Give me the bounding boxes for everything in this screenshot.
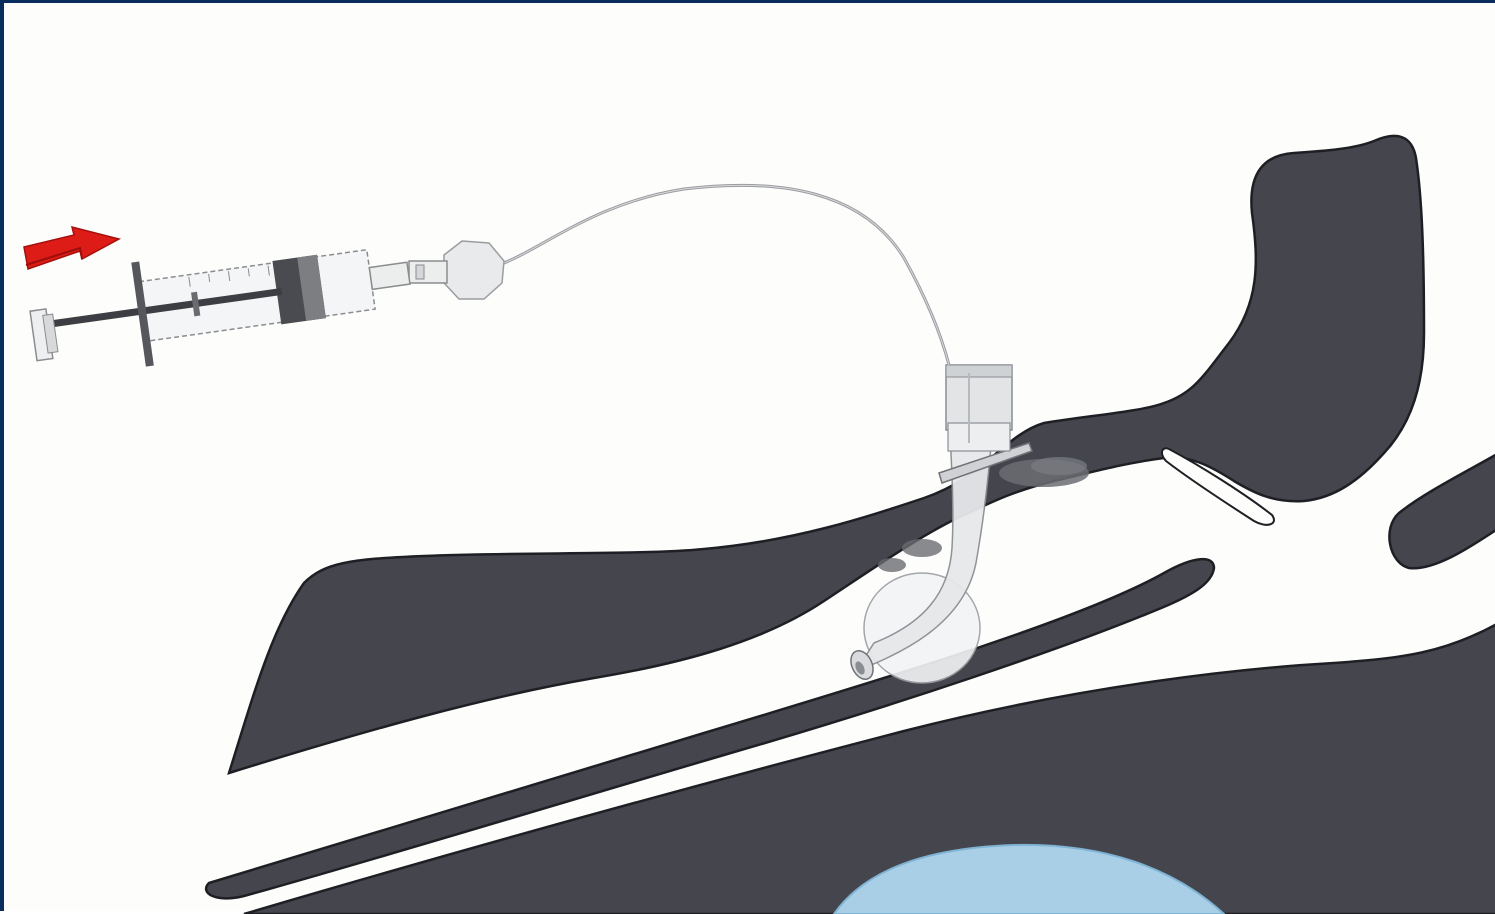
pilot-balloon	[409, 241, 504, 299]
right-tissue	[1389, 453, 1495, 568]
airway-diagram	[4, 3, 1495, 914]
secretion-3	[902, 539, 942, 557]
anatomy	[206, 136, 1495, 914]
secretion-4	[878, 558, 906, 572]
arrow-right-icon	[24, 227, 119, 269]
secretion-2	[1031, 457, 1087, 475]
pilot-line	[499, 185, 949, 365]
